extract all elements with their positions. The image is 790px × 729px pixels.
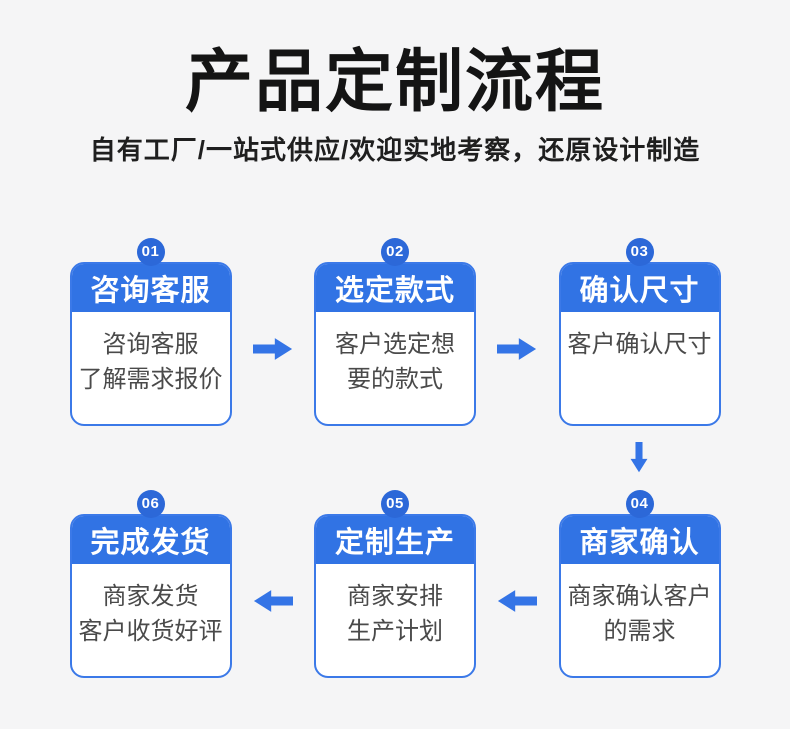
step-01-number-badge: 01 <box>136 237 165 266</box>
flow-diagram: 01 咨询客服 咨询客服 了解需求报价 02 选定款式 <box>69 237 721 678</box>
step-05-title: 定制生产 <box>316 515 474 564</box>
step-03-description: 客户确认尺寸 <box>561 312 719 362</box>
step-06-number-badge: 06 <box>136 489 165 518</box>
step-02-number-badge: 02 <box>381 237 409 266</box>
desc-line: 商家发货 <box>102 582 199 610</box>
arrow-left-icon <box>476 490 559 614</box>
page-subtitle: 自有工厂/一站式供应/欢迎实地考察，还原设计制造 <box>89 134 701 165</box>
step-05-number-badge: 05 <box>381 489 409 518</box>
desc-line: 要的款式 <box>347 365 443 393</box>
step-01-description: 咨询客服 了解需求报价 <box>72 312 230 397</box>
step-06: 06 完成发货 商家发货 客户收货好评 <box>69 489 232 678</box>
step-02-description: 客户选定想 要的款式 <box>316 312 474 397</box>
step-05-card: 定制生产 商家安排 生产计划 <box>314 513 476 678</box>
desc-line: 商家安排 <box>347 582 443 610</box>
arrow-right-icon <box>232 238 315 362</box>
desc-line: 客户收货好评 <box>78 617 223 645</box>
arrow-left-icon <box>232 490 315 614</box>
step-04: 04 商家确认 商家确认客户 的需求 <box>558 489 721 678</box>
desc-line: 的需求 <box>603 617 676 645</box>
step-02-title: 选定款式 <box>316 263 474 312</box>
step-01-title: 咨询客服 <box>71 263 230 312</box>
step-04-title: 商家确认 <box>560 515 719 564</box>
desc-line: 了解需求报价 <box>78 365 223 393</box>
step-03: 03 确认尺寸 客户确认尺寸 <box>558 237 721 426</box>
step-01: 01 咨询客服 咨询客服 了解需求报价 <box>69 237 232 426</box>
step-02-card: 选定款式 客户选定想 要的款式 <box>314 261 476 426</box>
desc-line: 生产计划 <box>347 617 443 645</box>
arrow-right-icon <box>476 238 559 362</box>
desc-line: 咨询客服 <box>102 330 199 358</box>
step-03-card: 确认尺寸 客户确认尺寸 <box>558 261 721 426</box>
step-03-title: 确认尺寸 <box>560 263 719 312</box>
step-01-card: 咨询客服 咨询客服 了解需求报价 <box>69 261 232 426</box>
desc-line: 客户确认尺寸 <box>567 330 712 358</box>
desc-line: 客户选定想 <box>335 330 455 358</box>
hero-section: 产品定制流程 自有工厂/一站式供应/欢迎实地考察，还原设计制造 <box>0 0 790 168</box>
flow-row-bottom: 06 完成发货 商家发货 客户收货好评 05 定制生产 <box>69 489 721 678</box>
step-05: 05 定制生产 商家安排 生产计划 <box>314 489 476 678</box>
page-title: 产品定制流程 <box>184 44 605 120</box>
step-05-description: 商家安排 生产计划 <box>316 564 474 649</box>
step-06-title: 完成发货 <box>71 515 230 564</box>
flow-row-top: 01 咨询客服 咨询客服 了解需求报价 02 选定款式 <box>69 237 721 426</box>
step-04-description: 商家确认客户 的需求 <box>561 564 719 649</box>
step-06-description: 商家发货 客户收货好评 <box>72 564 230 649</box>
step-04-card: 商家确认 商家确认客户 的需求 <box>558 513 721 678</box>
step-06-card: 完成发货 商家发货 客户收货好评 <box>69 513 232 678</box>
step-02: 02 选定款式 客户选定想 要的款式 <box>314 237 476 426</box>
step-04-number-badge: 04 <box>625 489 654 518</box>
step-03-number-badge: 03 <box>625 237 654 266</box>
arrow-down-icon <box>615 441 663 473</box>
desc-line: 商家确认客户 <box>567 582 712 610</box>
